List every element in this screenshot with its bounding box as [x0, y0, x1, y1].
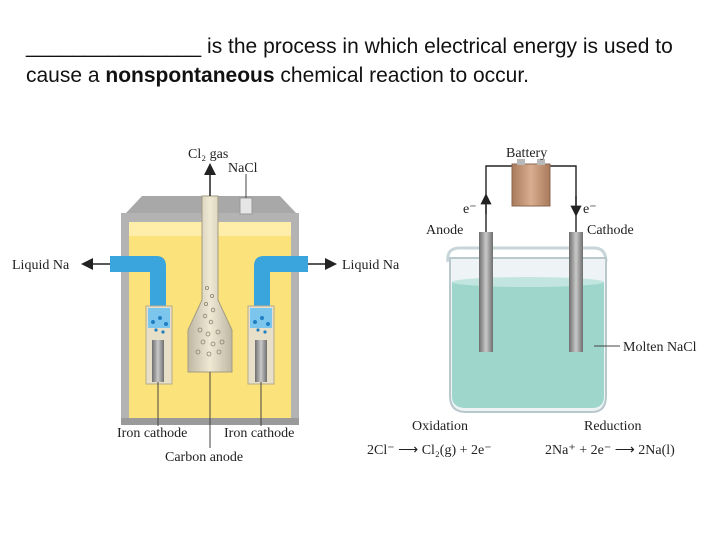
battery-label: Battery — [506, 146, 547, 161]
wire-right — [550, 165, 577, 232]
right-pipe — [254, 256, 308, 306]
electron-right-label: e⁻ — [583, 202, 597, 217]
downs-cell: Cl₂ gas NaCl Liquid Na Liquid Na Iron ca… — [12, 147, 400, 465]
cathode-label: Cathode — [587, 223, 634, 238]
anode-electrode — [479, 232, 493, 352]
slide-text: _______________ is the process in which … — [26, 32, 706, 90]
molten-nacl-label: Molten NaCl — [623, 340, 697, 355]
liquid-na-left-label: Liquid Na — [12, 258, 70, 273]
iron-cathode-right-label: Iron cathode — [224, 426, 294, 441]
fill-in-blank: _______________ — [26, 35, 202, 58]
wire-left — [485, 165, 512, 232]
iron-cathode-right-rod — [255, 340, 267, 382]
beaker-rim — [446, 246, 608, 263]
anode-label: Anode — [426, 223, 463, 238]
reduction-label: Reduction — [584, 419, 642, 434]
cl2-gas-label: Cl₂ gas — [188, 147, 228, 162]
iron-cathode-left-rod — [152, 340, 164, 382]
electrolytic-cell: Battery e⁻ e⁻ Anode Cathode Molten NaCl … — [367, 146, 697, 458]
carbon-anode-label: Carbon anode — [165, 450, 243, 465]
oxidation-label: Oxidation — [412, 419, 468, 434]
cathode-electrode — [569, 232, 583, 352]
reduction-equation: 2Na⁺ + 2e⁻ ⟶ 2Na(l) — [545, 443, 675, 458]
oxidation-equation: 2Cl⁻ ⟶ Cl₂(g) + 2e⁻ — [367, 443, 492, 458]
bold-keyword: nonspontaneous — [105, 64, 275, 87]
nacl-inlet — [239, 197, 253, 215]
text-part-1: is the process in which electrical energ… — [26, 35, 673, 87]
liquid-na-right-label: Liquid Na — [342, 258, 400, 273]
iron-cathode-left-label: Iron cathode — [117, 426, 187, 441]
left-pipe — [110, 256, 166, 306]
nacl-label: NaCl — [228, 161, 258, 176]
electron-left-label: e⁻ — [463, 202, 477, 217]
text-part-2: chemical reaction to occur. — [274, 64, 530, 87]
battery — [511, 163, 551, 207]
